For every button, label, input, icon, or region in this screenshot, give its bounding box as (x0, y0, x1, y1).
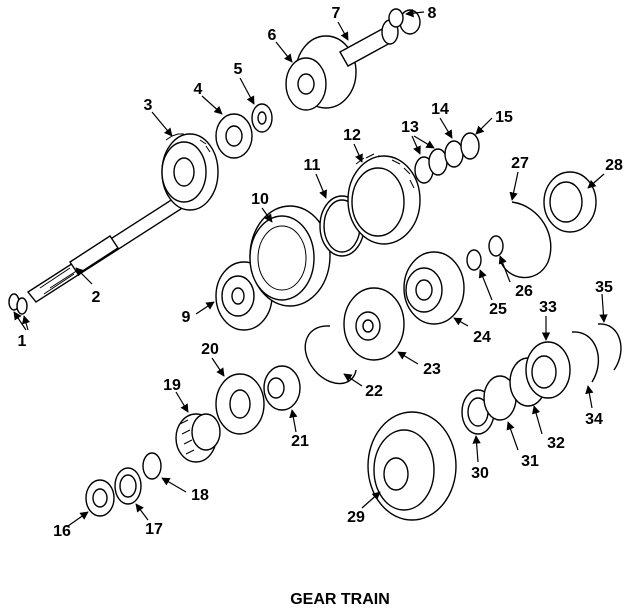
callout-1: 1 (18, 333, 27, 350)
callout-24: 24 (473, 329, 491, 346)
ring-gear (249, 205, 331, 307)
gear-12 (347, 153, 421, 245)
gear-29 (367, 411, 457, 521)
gear-28 (543, 171, 597, 233)
seal-rings (8, 293, 28, 315)
callout-18: 18 (191, 487, 209, 504)
callout-25: 25 (489, 301, 507, 318)
callout-17: 17 (145, 521, 163, 538)
planet-carrier (161, 133, 219, 211)
callout-labels: 1 2 3 4 5 6 7 8 9 10 11 12 13 14 15 16 1… (18, 5, 623, 540)
callout-6: 6 (268, 27, 277, 44)
callout-15: 15 (495, 109, 513, 126)
callout-21: 21 (291, 433, 309, 450)
bearing-17 (114, 467, 142, 505)
washer-18 (142, 452, 162, 480)
callout-28: 28 (605, 157, 623, 174)
callout-11: 11 (304, 157, 321, 174)
callout-9: 9 (182, 309, 191, 326)
washers-30-31 (461, 375, 517, 435)
callout-13: 13 (401, 119, 419, 136)
callout-2: 2 (92, 289, 101, 306)
callout-7: 7 (332, 5, 341, 22)
callout-19: 19 (163, 377, 181, 394)
snap-ring-27 (499, 201, 552, 279)
callout-31: 31 (521, 453, 539, 470)
bearing-32-33 (509, 341, 571, 407)
callout-5: 5 (234, 61, 243, 78)
callout-34: 34 (585, 411, 603, 428)
hub-assembly (215, 103, 273, 159)
callout-22: 22 (365, 383, 383, 400)
clutch-hub-23 (343, 287, 405, 361)
callout-35: 35 (595, 279, 613, 296)
callout-32: 32 (547, 435, 565, 452)
washers-13-15 (414, 132, 480, 184)
callout-29: 29 (347, 509, 365, 526)
callout-8: 8 (428, 5, 437, 22)
sprocket-20 (215, 373, 265, 435)
callout-26: 26 (515, 283, 533, 300)
callout-20: 20 (201, 341, 219, 358)
callout-10: 10 (251, 191, 269, 208)
planet-set-24 (403, 251, 465, 325)
diagram-caption: GEAR TRAIN (290, 591, 390, 608)
callout-33: 33 (539, 299, 557, 316)
callout-27: 27 (511, 155, 529, 172)
leader-lines (13, 8, 608, 527)
callout-14: 14 (431, 101, 449, 118)
callout-4: 4 (194, 81, 203, 98)
snap-rings-34-35 (571, 323, 622, 383)
snap-ring-8 (388, 8, 404, 28)
callout-16: 16 (53, 523, 71, 540)
washers-25-26 (466, 235, 504, 271)
bearing-16 (85, 479, 115, 517)
pinion-gear-19 (175, 413, 221, 463)
callout-23: 23 (423, 361, 441, 378)
main-shaft (26, 187, 200, 303)
callout-30: 30 (471, 465, 489, 482)
callout-12: 12 (343, 127, 361, 144)
clutch-drum (285, 9, 421, 111)
bearing-21 (263, 365, 301, 411)
callout-3: 3 (144, 97, 153, 114)
